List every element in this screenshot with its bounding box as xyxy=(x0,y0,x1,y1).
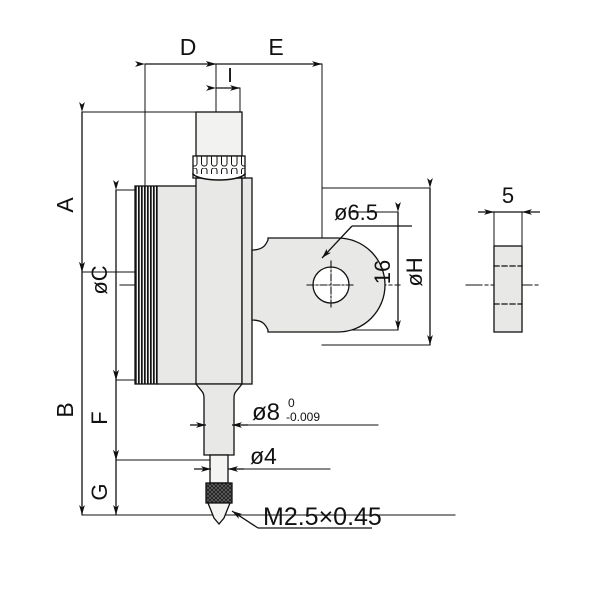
leader-thread xyxy=(231,510,259,529)
dial-bezel xyxy=(134,185,158,385)
dim-label-H: øH xyxy=(402,257,427,286)
callout-hole-dia: ø6.5 xyxy=(334,200,378,225)
spindle-shaft xyxy=(194,383,244,456)
dim-label-F: F xyxy=(87,411,112,424)
callout-tip-dia: ø4 xyxy=(250,443,277,469)
callout-stem-dia: ø8 xyxy=(252,399,280,426)
dim-label-D: D xyxy=(180,34,197,60)
dim-label-E: E xyxy=(268,34,283,60)
callout-stem-tol-lower: -0.009 xyxy=(286,410,320,424)
contact-shank xyxy=(209,454,229,484)
callout-thread: M2.5×0.45 xyxy=(263,503,382,531)
dim-label-A: A xyxy=(52,197,78,213)
dim-label-I: I xyxy=(227,65,233,87)
barrel-housing xyxy=(195,177,253,385)
callout-stem-tol-upper: 0 xyxy=(288,396,295,410)
dim-label-16: 16 xyxy=(370,260,395,284)
dim-label-G: G xyxy=(87,483,112,500)
mounting-lug xyxy=(251,237,386,333)
contact-tip xyxy=(205,482,233,526)
dim-label-C: øC xyxy=(87,265,112,294)
dim-label-B: B xyxy=(52,402,78,417)
side-view xyxy=(493,245,523,333)
leader-hole xyxy=(321,225,353,259)
dim-label-side-width: 5 xyxy=(502,183,514,208)
extension-lines xyxy=(81,63,523,516)
top-cap xyxy=(191,111,247,181)
